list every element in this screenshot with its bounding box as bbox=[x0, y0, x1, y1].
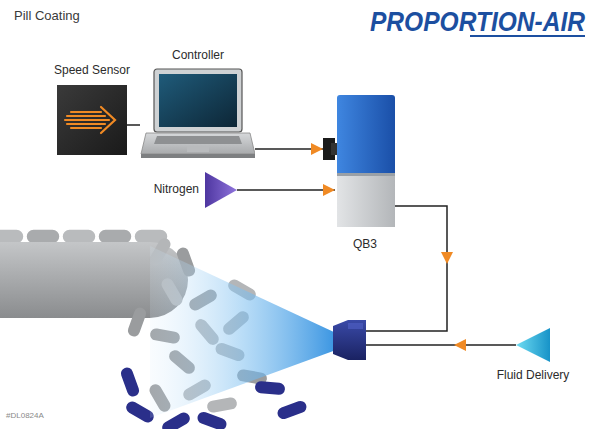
speed-sensor-icon-part bbox=[71, 127, 101, 129]
illustration-part bbox=[454, 339, 466, 351]
node-label: Controller bbox=[172, 49, 224, 63]
qb3-regulator-icon bbox=[323, 93, 395, 228]
fluid-source-triangle bbox=[516, 328, 550, 362]
laptop-controller-icon-part bbox=[187, 146, 209, 152]
speed-sensor-icon-part bbox=[57, 85, 127, 155]
illustration-part bbox=[126, 306, 148, 338]
connector-line bbox=[127, 124, 140, 126]
illustration-part bbox=[333, 320, 366, 360]
node-label: QB3 bbox=[353, 238, 377, 252]
illustration-part bbox=[441, 252, 453, 264]
node-label: Nitrogen bbox=[154, 183, 199, 197]
connector-line bbox=[237, 189, 335, 191]
illustration-part bbox=[119, 366, 141, 398]
illustration-part bbox=[276, 399, 308, 421]
illustration-part bbox=[206, 396, 238, 413]
illustration-part bbox=[0, 229, 24, 244]
speed-sensor-icon-part bbox=[71, 111, 101, 113]
speed-sensor-icon-part bbox=[65, 107, 115, 133]
brand-logo: PROPORTION-AIR bbox=[370, 6, 585, 38]
laptop-controller-icon-part bbox=[159, 74, 237, 127]
drawing-number: #DL0824A bbox=[6, 411, 44, 420]
speed-sensor-icon-part bbox=[67, 115, 105, 117]
node-label: Speed Sensor bbox=[54, 64, 130, 78]
illustration-part bbox=[98, 229, 132, 244]
nitrogen-source-triangle bbox=[205, 172, 237, 208]
arrowhead bbox=[323, 184, 335, 196]
laptop-controller-icon-part bbox=[141, 154, 255, 158]
node-label: Fluid Delivery bbox=[497, 369, 570, 383]
illustration-part bbox=[150, 246, 336, 418]
laptop-controller-icon-part bbox=[154, 69, 242, 132]
speed-sensor-icon bbox=[57, 85, 127, 155]
illustration-part bbox=[365, 344, 516, 346]
illustration-part bbox=[348, 323, 363, 329]
qb3-regulator-icon-part bbox=[337, 173, 395, 227]
qb3-regulator-icon-part bbox=[331, 143, 337, 155]
device-node: Fluid Delivery bbox=[494, 326, 572, 385]
speed-sensor-icon-part bbox=[101, 107, 115, 133]
illustration-part bbox=[255, 381, 286, 396]
speed-sensor-icon-part bbox=[65, 119, 109, 121]
signal-connector bbox=[237, 184, 335, 196]
speed-sensor-icon-part bbox=[67, 123, 105, 125]
device-node: Speed Sensor bbox=[51, 62, 133, 157]
device-node: QB3 bbox=[321, 91, 397, 254]
nitrogen-source-triangle bbox=[205, 172, 237, 208]
illustration-part bbox=[0, 229, 168, 244]
signal-connector bbox=[255, 143, 323, 155]
fluid-source-triangle bbox=[516, 328, 550, 362]
illustration-part bbox=[160, 410, 192, 429]
speed-sensor-icon bbox=[57, 85, 127, 155]
illustration-part bbox=[26, 229, 60, 244]
nitrogen-source-triangle-part bbox=[205, 172, 237, 208]
laptop-controller-icon-part bbox=[141, 133, 255, 154]
arrowhead bbox=[311, 143, 323, 155]
diagram-title: Pill Coating bbox=[14, 9, 80, 24]
illustration-part bbox=[62, 229, 96, 244]
device-node: Nitrogen bbox=[151, 170, 239, 210]
laptop-controller-icon bbox=[140, 68, 255, 158]
qb3-regulator-icon-part bbox=[337, 173, 395, 176]
laptop-controller-icon-part bbox=[154, 136, 242, 144]
fluid-source-triangle-part bbox=[516, 328, 550, 362]
signal-connector bbox=[127, 125, 140, 126]
qb3-regulator-icon-part bbox=[337, 95, 395, 173]
illustration-part bbox=[196, 410, 228, 429]
device-node: Controller bbox=[138, 47, 257, 160]
qb3-regulator-icon bbox=[323, 93, 395, 228]
laptop-controller-icon bbox=[140, 68, 255, 158]
